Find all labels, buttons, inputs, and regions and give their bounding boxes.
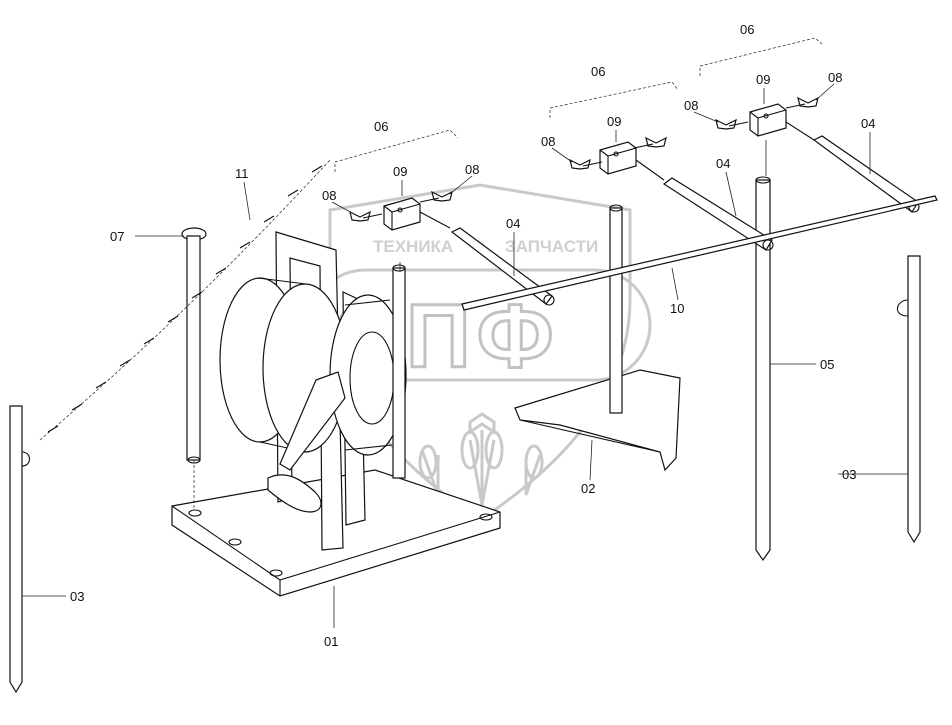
label-09-right: 09 — [756, 72, 770, 87]
arm-04-right — [812, 135, 919, 213]
label-08-b: 08 — [465, 162, 479, 177]
leader-lines — [22, 83, 908, 628]
label-04-middle: 04 — [716, 156, 730, 171]
wing-nut-icon — [349, 210, 383, 222]
post-07 — [181, 227, 207, 510]
support-plate-02 — [514, 369, 681, 472]
wing-nut-icon — [715, 118, 749, 130]
clamp-09-left — [383, 197, 451, 231]
label-04-left: 04 — [506, 216, 520, 231]
crank-handle — [267, 474, 322, 513]
wing-nut-icon — [419, 190, 453, 203]
label-04-right: 04 — [861, 116, 875, 131]
post-middle — [609, 207, 623, 414]
label-07: 07 — [110, 229, 124, 244]
label-03-right: 03 — [842, 467, 856, 482]
label-08-a: 08 — [322, 188, 336, 203]
label-11: 11 — [235, 166, 249, 181]
label-09-middle: 09 — [607, 114, 621, 129]
watermark-wheat-icon — [418, 412, 544, 506]
watermark-text-right: ЗАПЧАСТИ — [505, 237, 598, 256]
group-brackets-06 — [334, 37, 823, 172]
label-02: 02 — [581, 481, 595, 496]
label-10: 10 — [670, 301, 684, 316]
chain-11 — [39, 159, 331, 441]
label-06-left: 06 — [374, 119, 388, 134]
label-01: 01 — [324, 634, 338, 649]
stake-03-left — [9, 405, 31, 694]
post-05 — [755, 179, 771, 562]
post-07-rod — [186, 235, 201, 461]
label-08-c: 08 — [541, 134, 555, 149]
stake-03-right — [896, 255, 921, 544]
label-06-right: 06 — [740, 22, 754, 37]
label-06-middle: 06 — [591, 64, 605, 79]
wing-nut-icon — [569, 158, 603, 170]
wing-nuts-08 — [349, 96, 819, 222]
watermark: ТЕХНИКА ✲ ЗАПЧАСТИ ЭПФ — [308, 183, 652, 522]
label-08-e: 08 — [828, 70, 842, 85]
clamp-09-middle — [599, 141, 665, 181]
label-05: 05 — [820, 357, 834, 372]
watermark-text-left: ТЕХНИКА — [373, 237, 453, 256]
label-03-left: 03 — [70, 589, 84, 604]
post-left — [392, 267, 406, 479]
reel-base-assembly — [171, 231, 501, 597]
label-09-left: 09 — [393, 164, 407, 179]
label-08-d: 08 — [684, 98, 698, 113]
crank-arm — [279, 371, 346, 471]
wire-10 — [461, 195, 938, 311]
vertical-posts — [392, 176, 771, 562]
wing-nut-icon — [633, 136, 667, 149]
wing-nut-icon — [785, 96, 819, 109]
arm-04-middle — [662, 177, 773, 251]
part-labels: 07 11 01 02 03 03 05 10 04 04 04 06 06 0… — [70, 22, 875, 649]
clamp-09-right — [749, 103, 815, 141]
arms-04 — [450, 135, 920, 306]
